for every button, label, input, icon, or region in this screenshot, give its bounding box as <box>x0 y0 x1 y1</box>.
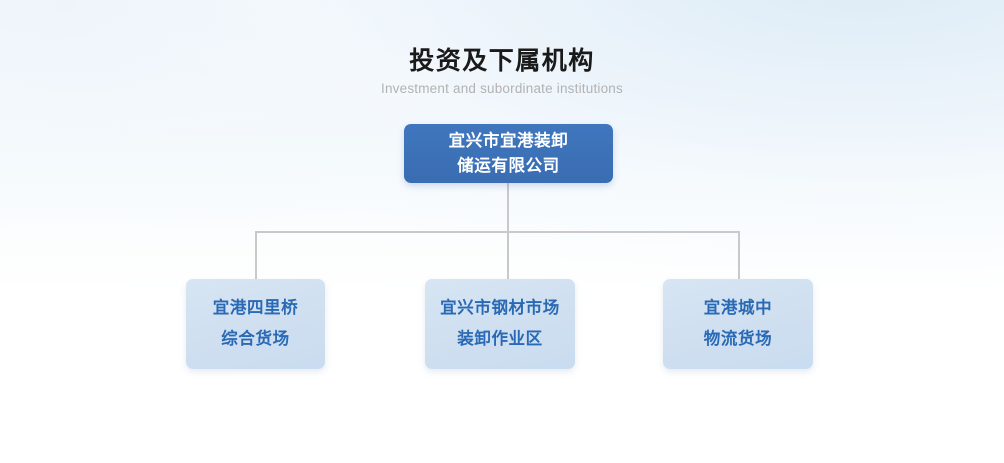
connector-horizontal-bus <box>255 231 740 233</box>
connector-drop-child-2 <box>738 231 740 280</box>
org-node-child-1-line-2: 装卸作业区 <box>457 330 543 348</box>
org-node-child-2-line-1: 宜港城中 <box>703 299 773 317</box>
org-node-child-0[interactable]: 宜港四里桥 综合货场 <box>186 279 325 369</box>
org-node-child-2[interactable]: 宜港城中 物流货场 <box>663 279 813 369</box>
connector-trunk-vertical <box>507 182 509 232</box>
org-node-child-0-line-1: 宜港四里桥 <box>212 299 299 317</box>
org-node-root-line-2: 储运有限公司 <box>457 156 560 175</box>
org-node-root-line-1: 宜兴市宜港装卸 <box>448 131 569 150</box>
connector-drop-child-0 <box>255 231 257 280</box>
org-node-child-1-line-1: 宜兴市钢材市场 <box>440 299 560 317</box>
page-title: 投资及下属机构 <box>409 47 595 75</box>
org-node-child-2-line-2: 物流货场 <box>703 330 773 348</box>
page-subtitle: Investment and subordinate institutions <box>381 81 623 96</box>
connector-drop-child-1 <box>507 231 509 280</box>
org-node-child-1[interactable]: 宜兴市钢材市场 装卸作业区 <box>425 279 575 369</box>
org-node-child-0-line-2: 综合货场 <box>221 330 290 348</box>
org-node-root[interactable]: 宜兴市宜港装卸 储运有限公司 <box>404 124 613 183</box>
